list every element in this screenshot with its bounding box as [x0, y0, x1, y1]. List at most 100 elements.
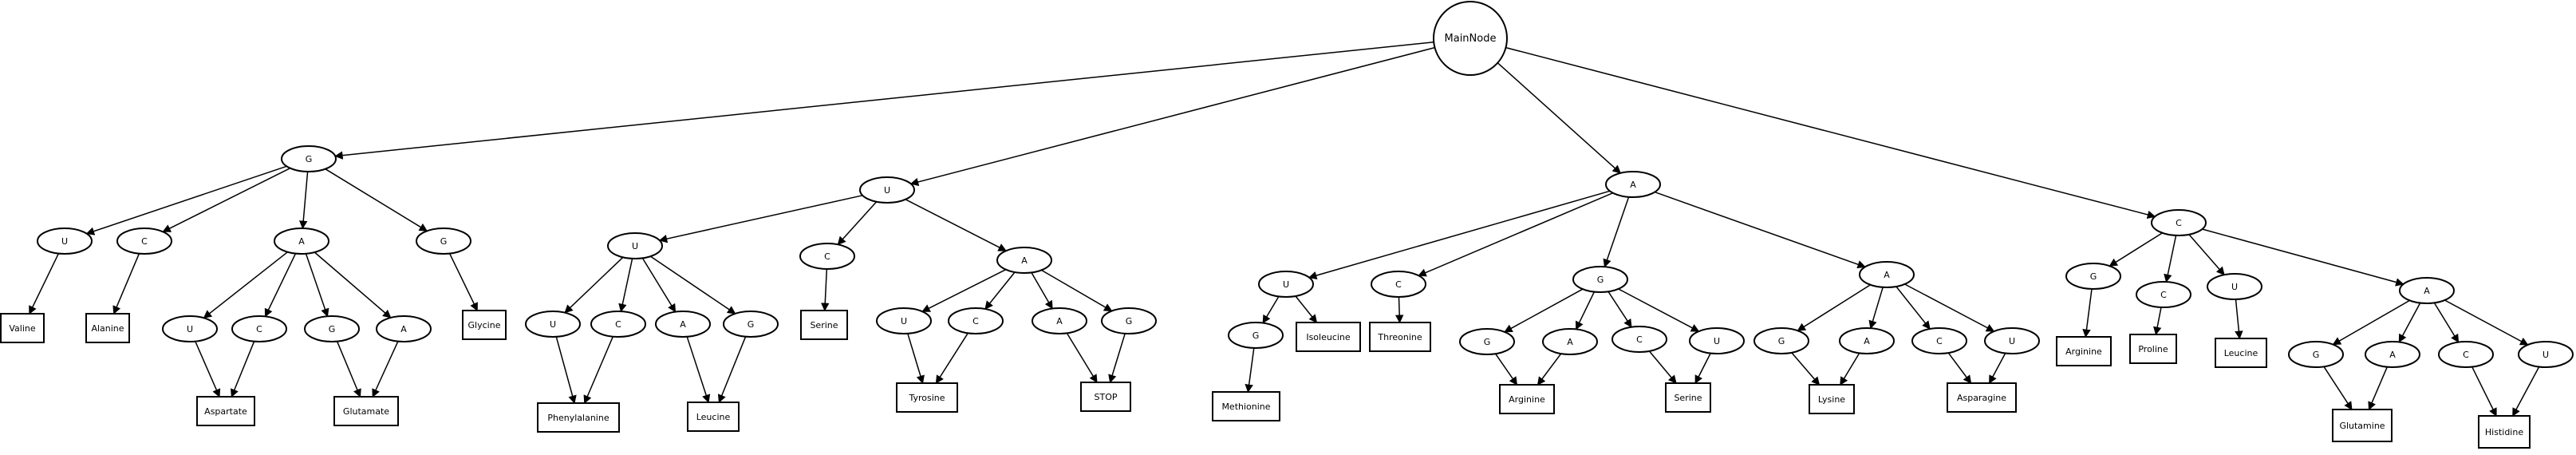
nucleotide-node-shape — [655, 311, 711, 338]
nucleotide-node-label: U — [1714, 336, 1720, 346]
nucleotide-node-u1uu: U — [525, 311, 581, 338]
nucleotide-node-c1g: G — [2065, 263, 2121, 290]
nucleotide-node-shape — [162, 315, 218, 342]
edge-a1ag-to-lysine — [1791, 352, 1821, 386]
edge-g1-to-g1a — [298, 171, 309, 230]
nucleotide-node-label: C — [141, 236, 148, 247]
amino-acid-box-shape — [462, 310, 507, 340]
amino-acid-box-shape — [1369, 322, 1431, 352]
nucleotide-node-g1u: U — [37, 228, 93, 255]
nucleotide-node-label: A — [1021, 255, 1028, 266]
amino-acid-box-leucine2: Leucine — [2215, 338, 2267, 368]
nucleotide-node-c1u: U — [2207, 273, 2262, 300]
edge-g1-to-g1u — [85, 165, 287, 235]
edge-root-to-a1 — [1497, 62, 1621, 174]
amino-acid-box-proline: Proline — [2129, 334, 2177, 364]
nucleotide-node-label: G — [1484, 337, 1491, 347]
nucleotide-node-shape — [37, 228, 93, 255]
edge-g1a-to-g1au — [203, 251, 288, 318]
nucleotide-node-shape — [1032, 307, 1087, 334]
edge-u1-to-u1u — [658, 195, 863, 243]
nucleotide-node-shape — [1753, 327, 1809, 354]
edge-a1a-to-a1aa — [1868, 287, 1884, 330]
nucleotide-node-a1u: U — [1258, 271, 1314, 298]
edge-u1c-to-serine1 — [821, 268, 830, 312]
amino-acid-box-glutamate: Glutamate — [333, 396, 399, 426]
edge-u1-to-u1a — [905, 199, 1007, 251]
nucleotide-node-shape — [859, 176, 915, 204]
edge-a1a-to-a1ag — [1797, 284, 1871, 331]
amino-acid-box-shape — [2478, 415, 2531, 449]
edge-c1c-to-proline — [2153, 307, 2162, 336]
nucleotide-node-label: U — [2009, 336, 2015, 346]
edge-a1gg-to-arginine1 — [1494, 353, 1518, 386]
nucleotide-node-label: G — [2313, 350, 2320, 360]
nucleotide-node-g1aa: A — [376, 315, 432, 342]
amino-acid-box-shape — [2129, 334, 2177, 364]
amino-acid-box-shape — [1296, 322, 1361, 352]
edge-g1a-to-g1ac — [264, 253, 297, 318]
nucleotide-node-c1aa: A — [2365, 341, 2420, 368]
amino-acid-box-threonine: Threonine — [1369, 322, 1431, 352]
nucleotide-node-shape — [281, 145, 337, 172]
edge-u1a-to-u1ag — [1041, 269, 1113, 312]
edge-g1aa-to-glutamate — [372, 341, 399, 398]
edge-a1c-to-threonine — [1395, 296, 1404, 324]
amino-acid-box-phenylalanine: Phenylalanine — [537, 402, 620, 433]
amino-acid-box-label: Phenylalanine — [547, 413, 609, 423]
nucleotide-node-g1: G — [281, 145, 337, 172]
edge-g1a-to-g1aa — [314, 251, 392, 318]
nucleotide-node-u1u: U — [607, 232, 663, 259]
nucleotide-node-u1ua: A — [655, 311, 711, 338]
amino-acid-box-shape — [1809, 384, 1855, 414]
nucleotide-node-u1ac: C — [948, 307, 1004, 334]
nucleotide-node-u1aa: A — [1032, 307, 1087, 334]
amino-acid-box-label: Alanine — [91, 323, 124, 334]
nucleotide-node-shape — [2151, 209, 2207, 236]
nucleotide-node-a1: A — [1605, 171, 1661, 198]
nucleotide-node-shape — [2518, 341, 2574, 368]
nucleotide-node-a1g: G — [1572, 266, 1628, 293]
amino-acid-box-label: Arginine — [1509, 394, 1545, 405]
amino-acid-box-lysine: Lysine — [1809, 384, 1855, 414]
nucleotide-node-shape — [948, 307, 1004, 334]
amino-acid-box-label: Glutamine — [2339, 421, 2385, 431]
edge-c1aa-to-glutamine — [2368, 366, 2388, 410]
nucleotide-node-shape — [1228, 322, 1284, 349]
edge-root-to-c1 — [1505, 46, 2156, 220]
edge-root-to-g1 — [334, 41, 1434, 160]
edge-c1ag-to-glutamine — [2323, 366, 2353, 410]
edge-u1uc-to-phenylalanine — [583, 336, 613, 404]
nucleotide-node-a1gc: C — [1611, 326, 1667, 353]
amino-acid-box-label: Serine — [1674, 393, 1702, 403]
nucleotide-node-shape — [1605, 171, 1661, 198]
amino-acid-box-label: Leucine — [696, 412, 731, 422]
nucleotide-node-a1c: C — [1371, 271, 1426, 298]
edge-a1ac-to-asparagine — [1947, 352, 1972, 384]
nucleotide-node-label: U — [187, 324, 193, 334]
edge-a1-to-a1a — [1654, 191, 1866, 269]
amino-acid-box-shape — [1080, 382, 1131, 412]
edge-a1au-to-asparagine — [1988, 353, 2006, 384]
nucleotide-node-shape — [607, 232, 663, 259]
edge-c1g-to-arginine2 — [2082, 288, 2093, 338]
edge-c1-to-c1u — [2188, 234, 2225, 275]
nucleotide-node-u1: U — [859, 176, 915, 204]
edge-a1-to-a1g — [1603, 196, 1630, 268]
nucleotide-node-shape — [1258, 271, 1314, 298]
amino-acid-box-label: Tyrosine — [908, 393, 945, 403]
amino-acid-box-glycine: Glycine — [462, 310, 507, 340]
nucleotide-node-a1gu: U — [1689, 327, 1745, 354]
nucleotide-node-label: U — [1283, 279, 1289, 290]
edge-a1u-to-isoleucine — [1295, 295, 1318, 323]
amino-acid-box-label: Histidine — [2485, 427, 2523, 437]
edge-a1u-to-a1ug — [1262, 296, 1280, 324]
nucleotide-node-label: G — [1252, 330, 1260, 341]
amino-acid-box-aspartate: Aspartate — [196, 396, 255, 426]
nucleotide-node-label: U — [632, 241, 638, 251]
nucleotide-node-g1au: U — [162, 315, 218, 342]
nucleotide-node-shape — [1371, 271, 1426, 298]
edge-c1a-to-c1ac — [2433, 303, 2460, 343]
edge-a1a-to-a1au — [1904, 283, 1995, 332]
nucleotide-node-label: U — [901, 316, 907, 326]
